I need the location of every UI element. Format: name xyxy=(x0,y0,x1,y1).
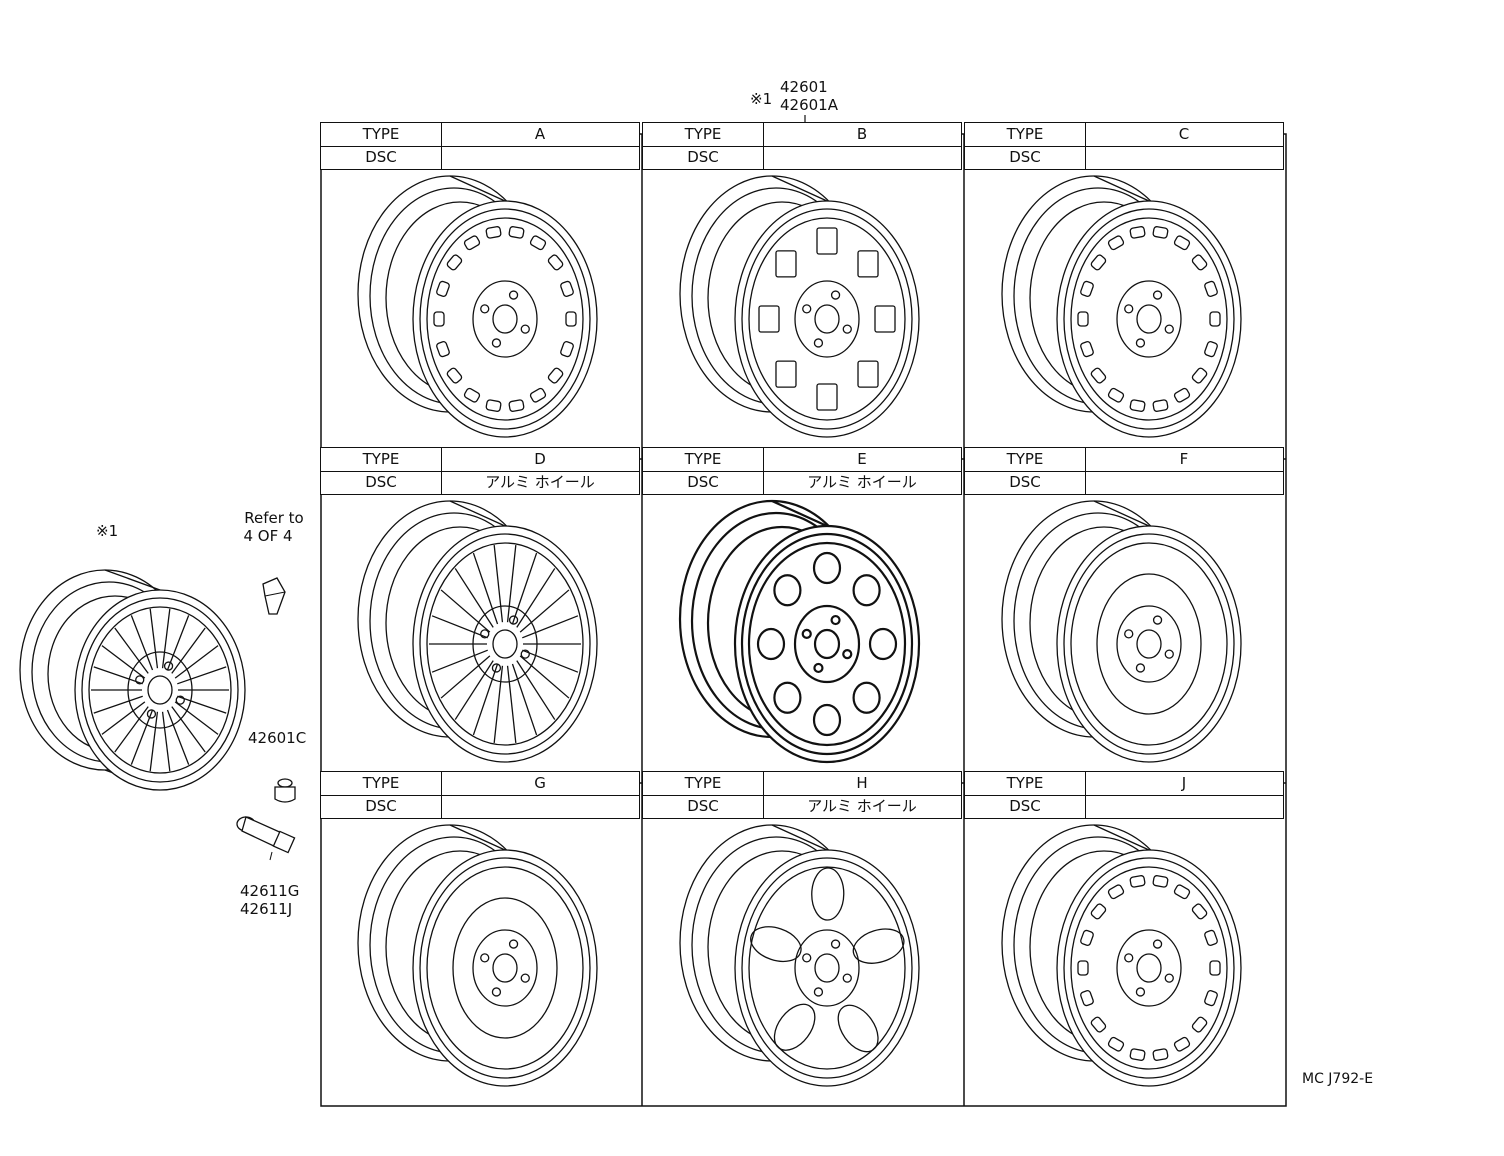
dsc-key: DSC xyxy=(965,471,1086,494)
wheel-header: TYPE D DSC アルミ ホイール xyxy=(320,447,640,495)
wheel-header: TYPE G DSC xyxy=(320,771,640,819)
valve-part-2: 42611J xyxy=(240,900,293,918)
dsc-key: DSC xyxy=(965,795,1086,818)
type-key: TYPE xyxy=(321,123,442,146)
dsc-key: DSC xyxy=(321,471,442,494)
type-key: TYPE xyxy=(321,448,442,471)
wheel-cell-h: TYPE H DSC アルミ ホイール xyxy=(642,771,964,1096)
cap-part-number: 42601C xyxy=(248,729,307,747)
wheel-b-icon xyxy=(679,175,920,438)
wheel-header: TYPE J DSC xyxy=(964,771,1284,819)
drawing-code: MC J792-E xyxy=(1302,1071,1374,1087)
wheel-f-icon xyxy=(1001,500,1242,763)
wheel-cell-j: TYPE J DSC xyxy=(964,771,1286,1096)
type-value: C xyxy=(1178,125,1190,143)
dsc-key: DSC xyxy=(321,146,442,169)
wheel-e-icon xyxy=(678,499,921,764)
dsc-value xyxy=(441,795,639,818)
dsc-value xyxy=(1085,471,1283,494)
dsc-value xyxy=(1085,795,1283,818)
type-key: TYPE xyxy=(643,448,764,471)
type-value: H xyxy=(856,774,868,792)
type-value: B xyxy=(856,125,868,143)
wheel-cell-a: TYPE A DSC xyxy=(320,122,642,447)
spoke-wheel-icon xyxy=(19,569,246,791)
type-value: J xyxy=(1181,774,1187,792)
wheel-c-icon xyxy=(1001,175,1242,438)
wheel-header: TYPE A DSC xyxy=(320,122,640,170)
type-value: F xyxy=(1179,450,1189,468)
top-callout-mark: ※1 xyxy=(750,90,773,108)
dsc-key: DSC xyxy=(643,795,764,818)
type-key: TYPE xyxy=(321,772,442,795)
valve-cap-icon xyxy=(274,778,296,803)
wheel-h-icon xyxy=(679,824,920,1087)
wheel-cell-e: TYPE E DSC アルミ ホイール xyxy=(642,447,964,772)
type-key: TYPE xyxy=(965,772,1086,795)
dsc-value: アルミ ホイール xyxy=(807,473,917,491)
wheel-cell-f: TYPE F DSC xyxy=(964,447,1286,772)
dsc-value xyxy=(1085,146,1283,169)
valve-stem-icon xyxy=(236,816,296,861)
refer-line-1: Refer to xyxy=(244,509,304,527)
wheel-header: TYPE C DSC xyxy=(964,122,1284,170)
type-value: E xyxy=(857,450,867,468)
dsc-value xyxy=(763,146,961,169)
top-callout-part-2: 42601A xyxy=(780,96,838,114)
wheel-cell-d: TYPE D DSC アルミ ホイール xyxy=(320,447,642,772)
wheel-cell-g: TYPE G DSC xyxy=(320,771,642,1096)
wheel-a-icon xyxy=(357,175,598,438)
wheel-g-icon xyxy=(357,824,598,1087)
type-key: TYPE xyxy=(965,448,1086,471)
dsc-key: DSC xyxy=(965,146,1086,169)
wheel-header: TYPE H DSC アルミ ホイール xyxy=(642,771,962,819)
wheel-header: TYPE F DSC xyxy=(964,447,1284,495)
type-value: D xyxy=(534,450,546,468)
dsc-key: DSC xyxy=(643,146,764,169)
sensor-icon xyxy=(262,577,286,615)
refer-line-2: 4 OF 4 xyxy=(243,527,293,545)
wheel-cell-c: TYPE C DSC xyxy=(964,122,1286,447)
wheel-cell-b: TYPE B DSC xyxy=(642,122,964,447)
wheel-header: TYPE B DSC xyxy=(642,122,962,170)
type-value: G xyxy=(534,774,546,792)
wheel-header: TYPE E DSC アルミ ホイール xyxy=(642,447,962,495)
dsc-value: アルミ ホイール xyxy=(807,797,917,815)
dsc-value: アルミ ホイール xyxy=(485,473,595,491)
type-key: TYPE xyxy=(643,123,764,146)
wheel-d-icon xyxy=(357,500,598,763)
top-callout-part-1: 42601 xyxy=(780,78,828,96)
valve-part-1: 42611G xyxy=(240,882,300,900)
dsc-key: DSC xyxy=(643,471,764,494)
dsc-value xyxy=(441,146,639,169)
wheel-j-icon xyxy=(1001,824,1242,1087)
dsc-key: DSC xyxy=(321,795,442,818)
type-value: A xyxy=(534,125,546,143)
type-key: TYPE xyxy=(643,772,764,795)
left-wheel-mark: ※1 xyxy=(96,522,119,540)
type-key: TYPE xyxy=(965,123,1086,146)
